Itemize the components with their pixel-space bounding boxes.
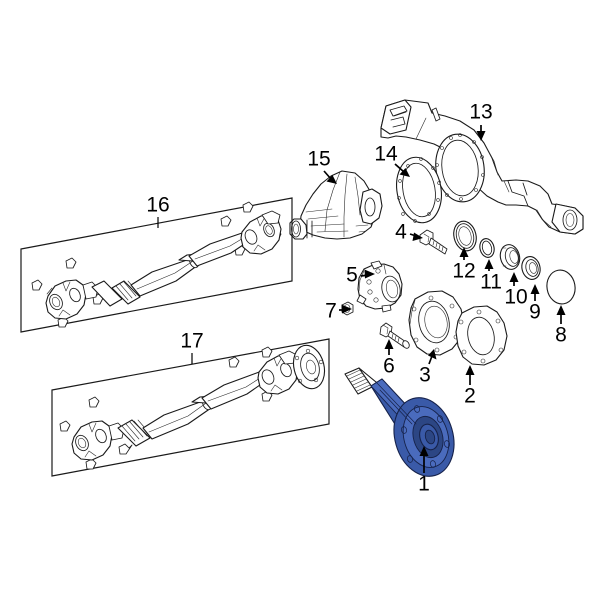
housing-left-end-flange (380, 99, 412, 135)
callout-11[interactable] (484, 259, 494, 271)
part-axle-shaft[interactable] (344, 367, 463, 483)
callout-label-9: 9 (529, 301, 541, 324)
box-16-outline (20, 197, 293, 333)
callout-label-14: 14 (374, 143, 398, 166)
callout-label-10: 10 (504, 286, 527, 309)
axle-shaft-splines (346, 369, 371, 392)
callout-label-2: 2 (464, 385, 476, 408)
part-differential-carrier[interactable] (289, 170, 383, 240)
bolt-4-threads (432, 240, 444, 252)
part-axle-shaft-oil-seal[interactable] (451, 219, 480, 253)
callout-label-8: 8 (555, 324, 567, 347)
callout-15[interactable] (323, 170, 337, 184)
callout-label-16: 16 (146, 194, 169, 217)
callout-6[interactable] (384, 339, 394, 355)
part-axle-bearing-retainer[interactable] (408, 290, 465, 356)
callout-label-13: 13 (469, 101, 492, 124)
callout-5[interactable] (360, 269, 375, 279)
callout-14[interactable] (394, 163, 410, 177)
gasket-2-bolt-holes (458, 309, 504, 364)
callout-label-1: 1 (418, 473, 430, 496)
part-axle-shaft-bearing[interactable] (498, 243, 522, 272)
callout-label-7: 7 (325, 300, 337, 323)
callout-9[interactable] (530, 284, 540, 301)
propshaft-17-bellows (117, 419, 152, 447)
axle-flange-stud-holes (400, 405, 451, 468)
callout-3[interactable] (428, 349, 437, 365)
callout-label-6: 6 (383, 355, 395, 378)
callout-label-3: 3 (419, 364, 431, 387)
part-bearing-retainer-bolt[interactable] (419, 229, 448, 255)
callout-13[interactable] (476, 125, 486, 141)
callout-8[interactable] (556, 305, 566, 324)
part-rear-axle-housing[interactable] (380, 99, 584, 235)
propshaft-17-companion-flange (292, 344, 326, 390)
callout-label-17: 17 (180, 330, 203, 353)
callout-label-4: 4 (395, 221, 407, 244)
callout-12[interactable] (459, 247, 469, 260)
carrier-right-boss (359, 188, 383, 225)
callout-10[interactable] (509, 272, 519, 286)
propshaft-16-slip-yoke (91, 280, 123, 307)
callout-4[interactable] (409, 232, 423, 242)
box-17-outline (51, 338, 330, 477)
gasket-bolt-holes (397, 157, 441, 223)
callout-label-15: 15 (307, 148, 330, 171)
callout-7[interactable] (339, 304, 352, 314)
callout-label-5: 5 (346, 264, 358, 287)
callout-1[interactable] (419, 446, 429, 473)
propshaft-17-front-yoke (71, 420, 125, 461)
callout-label-12: 12 (452, 260, 475, 283)
part-axle-bearing-snap-ring[interactable] (478, 237, 496, 259)
part-axle-flange-gasket[interactable] (455, 305, 508, 366)
callout-label-11: 11 (480, 271, 502, 294)
assembly-box-17[interactable] (51, 338, 330, 477)
housing-diff-bolt-holes (435, 133, 485, 201)
housing-diff-mount-face (435, 133, 485, 203)
part-axle-stud-bolt[interactable] (379, 322, 411, 349)
assembly-box-16[interactable] (20, 197, 293, 333)
propshaft-16-rear-yoke (240, 210, 282, 255)
callout-2[interactable] (465, 365, 475, 385)
part-axle-bearing-retainer-ring[interactable] (519, 255, 542, 282)
propshaft-17-rear-yoke (257, 350, 299, 395)
part-axle-shaft-o-ring[interactable] (544, 268, 577, 306)
housing-breather (431, 107, 441, 122)
